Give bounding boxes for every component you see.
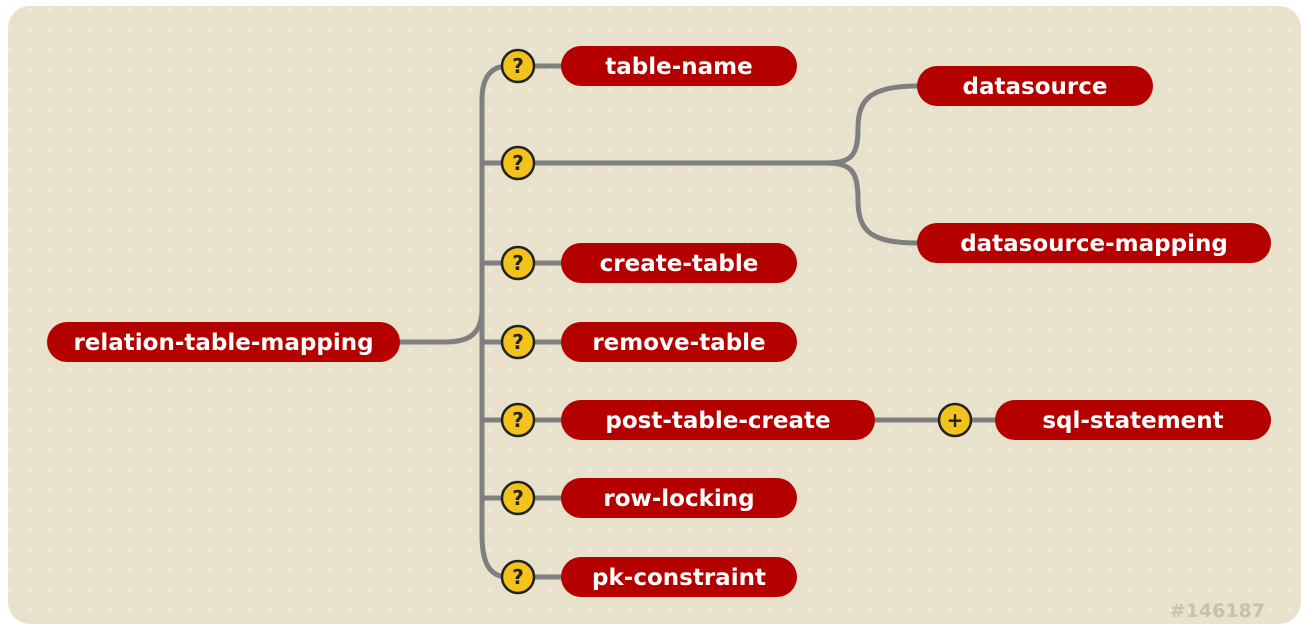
badge-sql-statement-badge-symbol: +	[947, 408, 964, 432]
badge-pk-constraint-question-mark-icon: ?	[500, 559, 536, 595]
connector-lines	[397, 63, 1003, 580]
badge-row-locking-badge-circle	[500, 480, 536, 516]
badge-remove-table-badge-symbol: ?	[512, 330, 524, 354]
badge-table-name-badge-symbol: ?	[512, 54, 524, 78]
node-datasource: datasource	[917, 66, 1153, 106]
node-post-table-create-shape	[561, 400, 875, 440]
node-datasource-mapping: datasource-mapping	[917, 223, 1271, 263]
node-remove-table-shape	[561, 322, 797, 362]
node-remove-table-label: remove-table	[592, 330, 765, 356]
connector-datasource-mapping	[823, 160, 921, 246]
node-pk-constraint-label: pk-constraint	[592, 565, 766, 591]
node-table-name-label: table-name	[605, 54, 752, 80]
node-table-name-shape	[561, 46, 797, 86]
node-create-table-label: create-table	[600, 251, 759, 277]
badge-pk-constraint-badge-symbol: ?	[512, 565, 524, 589]
badge-row-locking-badge-symbol: ?	[512, 486, 524, 510]
badge-choice-badge-symbol: ?	[512, 151, 524, 175]
badge-remove-table-badge-circle	[500, 324, 536, 360]
node-pk-constraint: pk-constraint	[561, 557, 797, 597]
node-row-locking-label: row-locking	[603, 486, 754, 512]
badge-create-table-badge-circle	[500, 245, 536, 281]
badge-choice-question-mark-icon: ?	[500, 145, 536, 181]
badge-sql-statement-plus-icon: +	[937, 402, 973, 438]
node-datasource-mapping-shape	[917, 223, 1271, 263]
badge-create-table-question-mark-icon: ?	[500, 245, 536, 281]
node-relation-table-mapping: relation-table-mapping	[47, 322, 400, 362]
node-relation-table-mapping-shape	[47, 322, 400, 362]
node-relation-table-mapping-label: relation-table-mapping	[73, 330, 373, 356]
occurrence-badges: ????? +??	[500, 48, 973, 595]
node-post-table-create-label: post-table-create	[605, 408, 830, 434]
badge-create-table-badge-symbol: ?	[512, 251, 524, 275]
badge-table-name-question-mark-icon: ?	[500, 48, 536, 84]
node-create-table-shape	[561, 243, 797, 283]
badge-post-table-create-question-mark-icon: ?	[500, 402, 536, 438]
badge-post-table-create-badge-circle	[500, 402, 536, 438]
diagram-background	[8, 6, 1301, 624]
badge-row-locking-question-mark-icon: ?	[500, 480, 536, 516]
node-remove-table: remove-table	[561, 322, 797, 362]
node-datasource-mapping-label: datasource-mapping	[960, 231, 1228, 257]
badge-sql-statement-badge-circle	[937, 402, 973, 438]
node-row-locking: row-locking	[561, 478, 797, 518]
badge-table-name-badge-circle	[500, 48, 536, 84]
node-post-table-create: post-table-create	[561, 400, 875, 440]
badge-post-table-create-badge-symbol: ?	[512, 408, 524, 432]
node-sql-statement-shape	[995, 400, 1271, 440]
node-row-locking-shape	[561, 478, 797, 518]
image-id-label: #146187	[1170, 600, 1265, 622]
node-create-table: create-table	[561, 243, 797, 283]
node-sql-statement-label: sql-statement	[1042, 408, 1223, 434]
badge-remove-table-question-mark-icon: ?	[500, 324, 536, 360]
node-datasource-label: datasource	[963, 74, 1108, 100]
node-table-name: table-name	[561, 46, 797, 86]
badge-choice-badge-circle	[500, 145, 536, 181]
element-nodes: relation-table-mapping table-name datasour…	[47, 46, 1271, 597]
node-sql-statement: sql-statement	[995, 400, 1271, 440]
node-pk-constraint-shape	[561, 557, 797, 597]
badge-pk-constraint-badge-circle	[500, 559, 536, 595]
connector-datasource	[823, 83, 921, 166]
node-datasource-shape	[917, 66, 1153, 106]
